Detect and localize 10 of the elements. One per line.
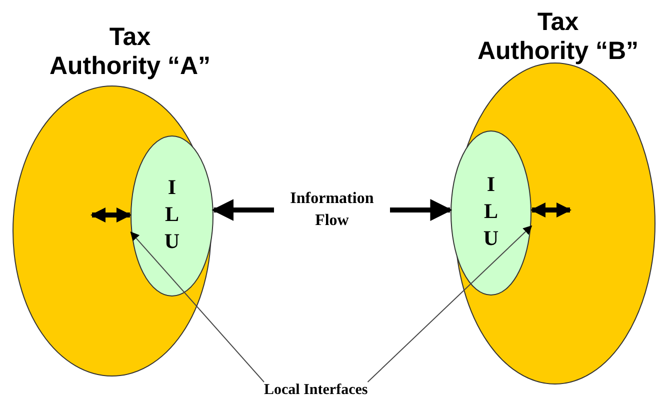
callout-label: Local Interfaces xyxy=(264,382,368,399)
double-arrow xyxy=(90,208,132,222)
authority-heading: Tax Authority “B” xyxy=(476,8,640,66)
ilu-label: I L U xyxy=(483,171,499,252)
double-arrow xyxy=(530,202,572,218)
ilu-label: I L U xyxy=(164,174,180,255)
leader-line xyxy=(367,225,532,382)
leader-line xyxy=(130,231,264,382)
double-arrow xyxy=(212,199,452,221)
authority-heading: Tax Authority “A” xyxy=(48,23,212,81)
